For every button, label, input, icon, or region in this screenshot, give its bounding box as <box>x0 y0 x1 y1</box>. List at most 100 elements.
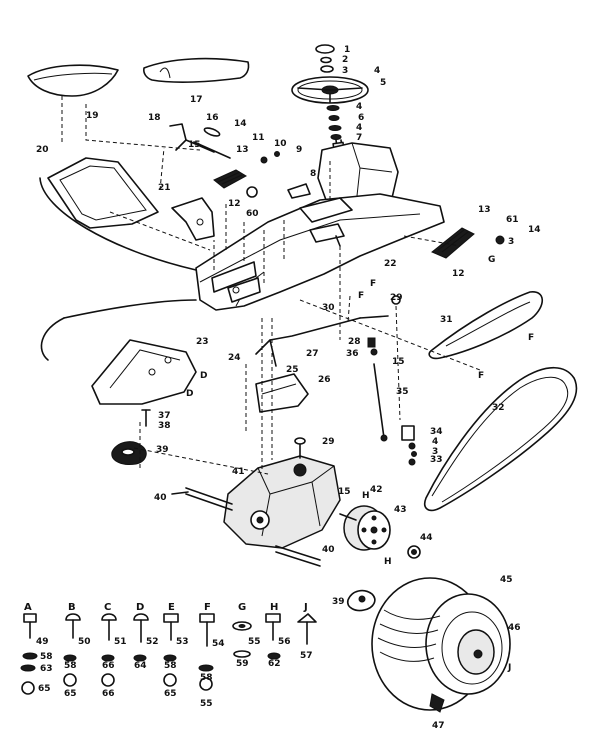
callout-6: 6 <box>358 113 364 123</box>
callout-13-right: 13 <box>478 205 491 215</box>
callout-9: 9 <box>296 145 302 155</box>
seat-pan <box>47 157 159 229</box>
callout-18: 18 <box>148 113 161 123</box>
seat-cushion-19 <box>27 64 119 97</box>
bolt-d <box>133 613 149 643</box>
callout-43: 43 <box>394 505 407 515</box>
callout-37: 37 <box>158 411 171 421</box>
callout-1: 1 <box>344 45 350 55</box>
callout-13: 13 <box>236 145 249 155</box>
bracket-26 <box>255 373 309 413</box>
callout-27: 27 <box>306 349 319 359</box>
rear-wheel <box>371 577 511 711</box>
callout-12-right: 12 <box>452 269 465 279</box>
hw-num-55: 55 <box>248 637 261 647</box>
callout-7: 7 <box>356 133 362 143</box>
callout-33: 33 <box>430 455 443 465</box>
hw-row3-65a: 65 <box>38 684 51 694</box>
bracket-21 <box>171 197 215 241</box>
callout-labels: 1 2 3 4 5 4 6 4 7 8 9 10 11 12 13 14 15 … <box>36 45 541 731</box>
hw-letter-h: H <box>270 602 278 613</box>
transmission <box>223 437 341 549</box>
hw-row4-55: 55 <box>200 699 213 709</box>
callout-38: 38 <box>158 421 171 431</box>
frame-rails <box>211 261 261 303</box>
hw-row2-66: 66 <box>102 661 115 671</box>
hw-letter-d: D <box>136 602 144 613</box>
callout-3-right: 3 <box>508 237 514 247</box>
seat-back-17 <box>143 57 250 83</box>
callout-39-lower: 39 <box>332 597 345 607</box>
steering-cap <box>315 44 335 73</box>
callout-61: 61 <box>506 215 519 225</box>
hw-num-52: 52 <box>146 637 159 647</box>
hw-letter-b: B <box>68 602 76 613</box>
callout-26: 26 <box>318 375 331 385</box>
steering-wheel <box>291 76 369 104</box>
steering-shaft-bushings <box>326 105 342 140</box>
callout-f-1: F <box>370 279 376 289</box>
hw-num-57: 57 <box>300 651 313 661</box>
callout-4b: 4 <box>356 102 362 112</box>
hw-row3-58: 58 <box>200 673 213 683</box>
callout-4: 4 <box>374 66 380 76</box>
hw-num-49: 49 <box>36 637 49 647</box>
bolt-a <box>23 613 37 639</box>
hw-num-56: 56 <box>278 637 291 647</box>
nut-g <box>232 621 252 631</box>
hw-row2-58b: 58 <box>64 661 77 671</box>
callout-34: 34 <box>430 427 443 437</box>
hw-row3-66: 66 <box>102 689 115 699</box>
callout-46: 46 <box>508 623 521 633</box>
hw-letter-f: F <box>204 602 211 613</box>
bolt-c <box>101 613 117 641</box>
callout-17: 17 <box>190 95 203 105</box>
hw-row2b-63a: 63 <box>40 664 53 674</box>
callout-d-2: D <box>186 389 193 399</box>
callout-15-lower: 15 <box>338 487 351 497</box>
hw-letter-j: J <box>303 602 308 613</box>
callout-29: 29 <box>390 293 403 303</box>
callout-12: 12 <box>228 199 241 209</box>
bolt-e <box>163 613 179 641</box>
belt-guide <box>428 291 544 360</box>
hw-letter-e: E <box>168 602 175 613</box>
valve-47 <box>429 693 445 713</box>
callout-11: 11 <box>252 133 265 143</box>
callout-8: 8 <box>310 169 316 179</box>
callout-3-lower: 3 <box>432 447 438 457</box>
callout-41: 41 <box>232 467 245 477</box>
nut-44 <box>407 545 421 559</box>
clutch-pulley <box>339 505 391 551</box>
callout-40: 40 <box>154 493 167 503</box>
pivot-parts-34 <box>401 425 417 466</box>
hub-39-lower <box>346 589 376 612</box>
callout-25: 25 <box>286 365 299 375</box>
hw-letter-c: C <box>104 602 111 613</box>
callout-21: 21 <box>158 183 171 193</box>
callout-14-right: 14 <box>528 225 541 235</box>
callout-10: 10 <box>274 139 287 149</box>
bolt-f <box>199 613 215 647</box>
callout-60: 60 <box>246 209 259 219</box>
drive-belt <box>424 367 578 512</box>
rear-frame-outline <box>39 177 197 361</box>
callout-40-lower: 40 <box>322 545 335 555</box>
callout-31: 31 <box>440 315 453 325</box>
axle-right <box>275 545 321 567</box>
bolt-h <box>265 613 281 641</box>
hw-num-53: 53 <box>176 637 189 647</box>
callout-44: 44 <box>420 533 433 543</box>
hw-row2-62: 62 <box>268 659 281 669</box>
callout-5: 5 <box>380 78 386 88</box>
callout-f-2: F <box>528 333 534 343</box>
callout-45: 45 <box>500 575 513 585</box>
callout-23: 23 <box>196 337 209 347</box>
hw-row2-58a: 58 <box>40 652 53 662</box>
callout-f-4: F <box>358 291 364 301</box>
small-bracket-8-9-10-11 <box>260 151 311 199</box>
hw-num-51: 51 <box>114 637 127 647</box>
callout-32: 32 <box>492 403 505 413</box>
